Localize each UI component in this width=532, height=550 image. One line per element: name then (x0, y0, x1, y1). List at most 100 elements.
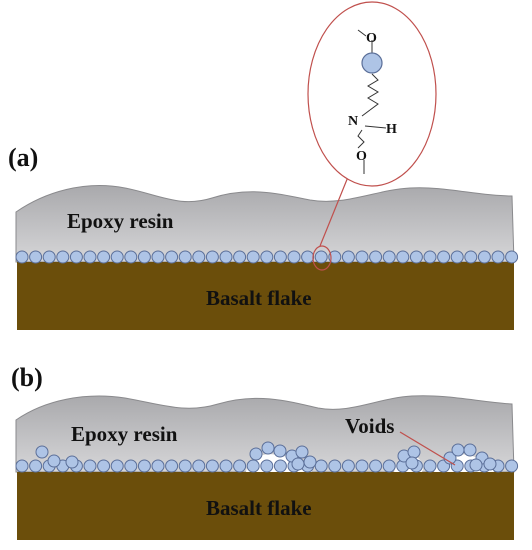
inset-atom-oxygen-top: O (366, 31, 377, 46)
particle-b (423, 459, 437, 473)
particle-b (450, 459, 464, 473)
panel-a-resin-label: Epoxy resin (67, 209, 174, 233)
particle-b (151, 459, 165, 473)
particle-a (233, 250, 247, 264)
particle-a (382, 250, 396, 264)
particle-a (341, 250, 355, 264)
panel-b-resin-label: Epoxy resin (71, 422, 178, 446)
particle-b (273, 459, 287, 473)
particle-a (192, 250, 206, 264)
particle-b (110, 459, 124, 473)
particle-b (219, 459, 233, 473)
inset-particle-sphere (361, 52, 383, 74)
inset-atom-oxygen-bottom: O (356, 149, 367, 164)
inset-magnified-ellipse (307, 1, 437, 187)
panel-a-basalt-flake (17, 262, 514, 330)
panel-b-voids-label: Voids (345, 414, 394, 438)
inset-atom-hydrogen: H (386, 122, 397, 137)
particle-a (205, 250, 219, 264)
particle-b-agglomerate (291, 457, 305, 471)
panel-b: (b) Epoxy resin Basalt flake Voids (11, 363, 519, 540)
callout-connector-line (319, 171, 351, 247)
particle-b (97, 459, 111, 473)
inset-molecule (357, 29, 387, 174)
particle-a (260, 250, 274, 264)
panel-b-substrate-label: Basalt flake (206, 496, 312, 520)
callout-small-circle (312, 245, 332, 271)
particle-b-agglomerate (463, 443, 477, 457)
particle-b (328, 459, 342, 473)
particle-a (246, 250, 260, 264)
particle-a (328, 250, 342, 264)
particle-a (437, 250, 451, 264)
particle-b (382, 459, 396, 473)
particle-b-agglomerate (469, 458, 483, 472)
particle-a (219, 250, 233, 264)
particle-a (505, 250, 519, 264)
voids-pointer-arrow (399, 431, 456, 466)
particle-a (97, 250, 111, 264)
particle-a (178, 250, 192, 264)
panel-a-epoxy-resin (15, 185, 515, 263)
particle-b-agglomerate (47, 454, 61, 468)
particle-a (110, 250, 124, 264)
particle-b-agglomerate (483, 457, 497, 471)
particle-a (301, 250, 315, 264)
particle-b (137, 459, 151, 473)
particle-a (137, 250, 151, 264)
particle-b (505, 459, 519, 473)
particle-a (409, 250, 423, 264)
particle-b-agglomerate (249, 447, 263, 461)
particle-b (15, 459, 29, 473)
particle-b-agglomerate (65, 455, 79, 469)
particle-a (396, 250, 410, 264)
panel-a: (a) Epoxy resin Basalt flake O N H O (8, 1, 519, 330)
particle-b (83, 459, 97, 473)
particle-b (124, 459, 138, 473)
particle-a (124, 250, 138, 264)
particle-a (69, 250, 83, 264)
particle-b (29, 459, 43, 473)
particle-a (273, 250, 287, 264)
particle-b (165, 459, 179, 473)
particle-a (450, 250, 464, 264)
particle-b (369, 459, 383, 473)
particle-b (205, 459, 219, 473)
particle-b (341, 459, 355, 473)
particle-a (314, 250, 328, 264)
particle-b-agglomerate (303, 455, 317, 469)
particle-b (355, 459, 369, 473)
particle-a (355, 250, 369, 264)
particle-a (165, 250, 179, 264)
particle-a (151, 250, 165, 264)
panel-a-substrate-label: Basalt flake (206, 286, 312, 310)
particle-a (464, 250, 478, 264)
particle-a (423, 250, 437, 264)
panel-b-basalt-flake (17, 472, 514, 540)
particle-b-agglomerate (407, 445, 421, 459)
panel-b-particle-layer (15, 441, 519, 473)
particle-a (83, 250, 97, 264)
particle-a (287, 250, 301, 264)
particle-b-agglomerate (295, 445, 309, 459)
particle-b-agglomerate (451, 443, 465, 457)
particle-a (491, 250, 505, 264)
particle-b (233, 459, 247, 473)
particle-b-agglomerate (405, 456, 419, 470)
panel-a-particle-layer (15, 250, 519, 264)
particle-a (477, 250, 491, 264)
particle-b-agglomerate (261, 441, 275, 455)
particle-a (42, 250, 56, 264)
panel-b-label: (b) (11, 363, 43, 392)
panel-a-label: (a) (8, 143, 38, 172)
inset-atom-nitrogen: N (348, 114, 358, 129)
particle-b (314, 459, 328, 473)
particle-a (15, 250, 29, 264)
particle-a (56, 250, 70, 264)
particle-a (369, 250, 383, 264)
particle-a (29, 250, 43, 264)
particle-b (246, 459, 260, 473)
particle-b-agglomerate (35, 445, 49, 459)
particle-b-agglomerate (273, 444, 287, 458)
